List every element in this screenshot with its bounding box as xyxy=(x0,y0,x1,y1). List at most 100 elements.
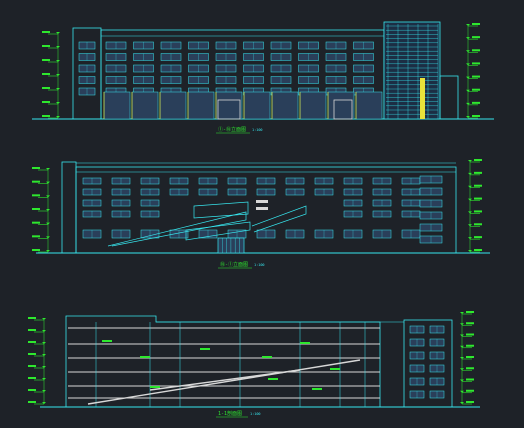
level-tag xyxy=(32,249,40,251)
level-tag xyxy=(42,101,50,103)
level-triangle xyxy=(42,330,46,332)
level-triangle xyxy=(466,24,470,26)
level-triangle xyxy=(468,172,472,175)
shop-front xyxy=(187,91,215,120)
level-marks-left xyxy=(42,31,60,119)
level-tag xyxy=(472,75,480,78)
elevation-rear: ⑱-①立面图 1:100 xyxy=(32,159,490,269)
window-grid xyxy=(78,41,374,96)
level-triangle xyxy=(42,378,46,380)
section-envelope xyxy=(65,315,381,407)
level-tag xyxy=(472,101,480,104)
main-block xyxy=(75,166,457,254)
level-marks-left xyxy=(28,317,46,405)
level-tag xyxy=(28,401,36,403)
level-tag xyxy=(474,171,482,174)
level-tag xyxy=(474,223,482,226)
level-tag xyxy=(474,210,482,213)
level-tag xyxy=(466,311,474,313)
level-tag xyxy=(466,356,474,358)
storefront xyxy=(103,78,425,120)
level-tag xyxy=(28,353,36,355)
caption-scale: 1:100 xyxy=(250,412,261,416)
shop-front xyxy=(103,91,131,120)
room-label xyxy=(102,340,112,342)
shop-front xyxy=(355,91,383,120)
level-triangle xyxy=(460,390,464,393)
level-tag xyxy=(472,49,480,52)
level-tag xyxy=(466,367,474,370)
level-triangle xyxy=(460,312,464,314)
room-label xyxy=(300,342,310,344)
level-tag xyxy=(474,184,482,187)
level-tag xyxy=(28,329,36,331)
level-tag xyxy=(466,389,474,392)
level-tag xyxy=(28,317,36,319)
caption-scale: 1:100 xyxy=(252,128,263,132)
level-tag xyxy=(472,115,480,117)
ramp-labels xyxy=(256,200,268,210)
shop-front xyxy=(159,91,187,120)
level-tag xyxy=(32,167,40,169)
entrance-mullions xyxy=(222,238,240,253)
right-block xyxy=(403,319,453,408)
level-triangle xyxy=(466,76,470,79)
level-triangle xyxy=(56,46,60,48)
room-label xyxy=(330,368,340,370)
room-label xyxy=(150,386,160,388)
level-triangle xyxy=(460,357,464,359)
level-triangle xyxy=(468,224,472,227)
level-triangle xyxy=(466,63,470,66)
level-triangle xyxy=(460,379,464,382)
level-tag xyxy=(472,88,480,91)
shop-front xyxy=(271,91,299,120)
room-label xyxy=(262,356,272,358)
drawing-caption: 1-1剖面图 1:100 xyxy=(216,410,261,418)
level-triangle xyxy=(466,102,470,105)
shop-front xyxy=(327,91,355,120)
side-entrance xyxy=(333,99,353,120)
level-triangle xyxy=(468,237,472,240)
level-triangle xyxy=(460,334,464,337)
curtain-wall-mullions xyxy=(386,24,439,119)
section-view: 1-1剖面图 1:100 xyxy=(28,311,480,418)
level-tag xyxy=(42,31,50,33)
level-triangle xyxy=(468,211,472,214)
right-block-windows xyxy=(409,325,445,399)
level-tag xyxy=(466,322,474,325)
level-tag xyxy=(32,180,40,183)
level-triangle xyxy=(56,116,60,118)
level-tag xyxy=(472,62,480,65)
elevation-front: ①-⑱立面图 1:100 xyxy=(32,21,494,134)
level-tag xyxy=(42,45,50,47)
yellow-column xyxy=(420,78,425,119)
caption-title: 1-1剖面图 xyxy=(218,410,242,417)
level-tag xyxy=(466,401,474,403)
level-tag xyxy=(466,344,474,347)
level-tag xyxy=(472,23,480,25)
level-tag xyxy=(474,236,482,239)
level-triangle xyxy=(460,345,464,348)
right-low-block xyxy=(439,75,459,120)
level-marks-right xyxy=(460,311,474,405)
caption-title: ⑱-①立面图 xyxy=(220,261,248,268)
level-tag xyxy=(42,87,50,89)
level-triangle xyxy=(46,222,50,225)
level-tag xyxy=(32,235,40,238)
level-tag xyxy=(466,333,474,336)
room-label xyxy=(200,348,210,350)
shop-front xyxy=(243,91,271,120)
level-triangle xyxy=(56,102,60,104)
level-tag xyxy=(32,221,40,224)
level-tag xyxy=(474,249,482,251)
left-tower xyxy=(72,27,102,120)
level-marks-left xyxy=(32,167,50,253)
level-triangle xyxy=(46,250,50,252)
green-annotations xyxy=(102,340,340,390)
level-triangle xyxy=(460,323,464,326)
level-triangle xyxy=(460,368,464,371)
level-triangle xyxy=(468,250,472,252)
level-triangle xyxy=(466,50,470,53)
shop-front xyxy=(131,91,159,120)
